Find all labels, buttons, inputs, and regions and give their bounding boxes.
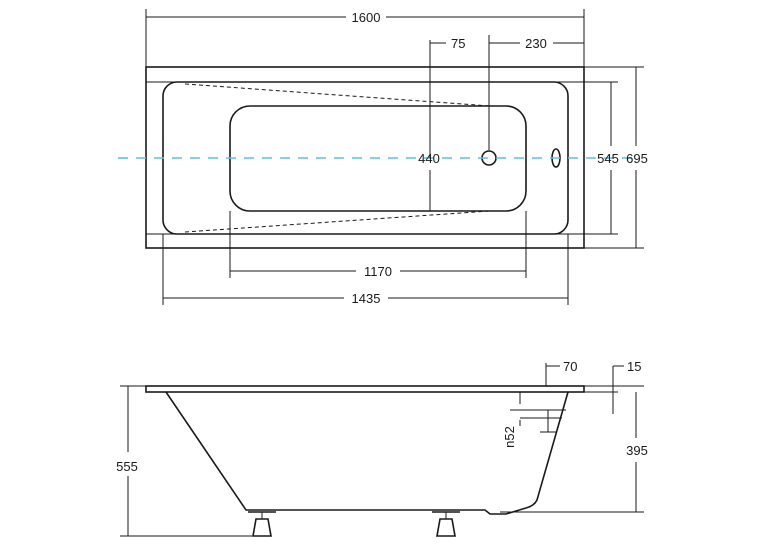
foot-right xyxy=(432,511,460,537)
dim-label-1600: 1600 xyxy=(352,10,381,25)
slope-line-top xyxy=(184,83,491,107)
side-view: 555 70 15 395 n52 xyxy=(116,359,648,537)
dim-inner-width: 545 xyxy=(568,81,619,235)
dim-overall-length: 1600 xyxy=(145,9,585,67)
dim-inner-depth: 395 xyxy=(500,392,648,513)
dim-label-n52: n52 xyxy=(502,426,517,448)
dim-label-230: 230 xyxy=(525,36,547,51)
dim-drain-height: n52 xyxy=(502,392,521,448)
dim-label-555: 555 xyxy=(116,459,138,474)
dim-drain-offset: 75 xyxy=(429,36,465,158)
dim-overall-width: 695 xyxy=(584,66,648,249)
dim-rim-thickness: 15 xyxy=(584,359,644,414)
side-rim xyxy=(145,385,585,393)
dim-label-545: 545 xyxy=(597,151,619,166)
foot-left xyxy=(248,511,276,537)
dim-inner-length: 1435 xyxy=(162,234,569,306)
top-view: 1600 75 230 440 545 xyxy=(118,9,648,306)
dim-label-695: 695 xyxy=(626,151,648,166)
dim-label-75: 75 xyxy=(451,36,465,51)
dim-label-395: 395 xyxy=(626,443,648,458)
dim-label-1435: 1435 xyxy=(352,291,381,306)
slope-line-bottom xyxy=(184,210,491,233)
dim-overall-height: 555 xyxy=(116,385,252,537)
dim-rim-width: 70 xyxy=(545,359,577,386)
dim-label-15: 15 xyxy=(627,359,641,374)
dim-label-70: 70 xyxy=(563,359,577,374)
dim-overflow-offset: 230 xyxy=(488,35,584,150)
side-tub-body xyxy=(165,391,569,515)
dim-basin-width: 440 xyxy=(418,106,440,211)
dim-label-1170: 1170 xyxy=(364,264,392,279)
dim-bottom-length: 1170 xyxy=(229,211,527,279)
dim-label-440: 440 xyxy=(418,151,440,166)
